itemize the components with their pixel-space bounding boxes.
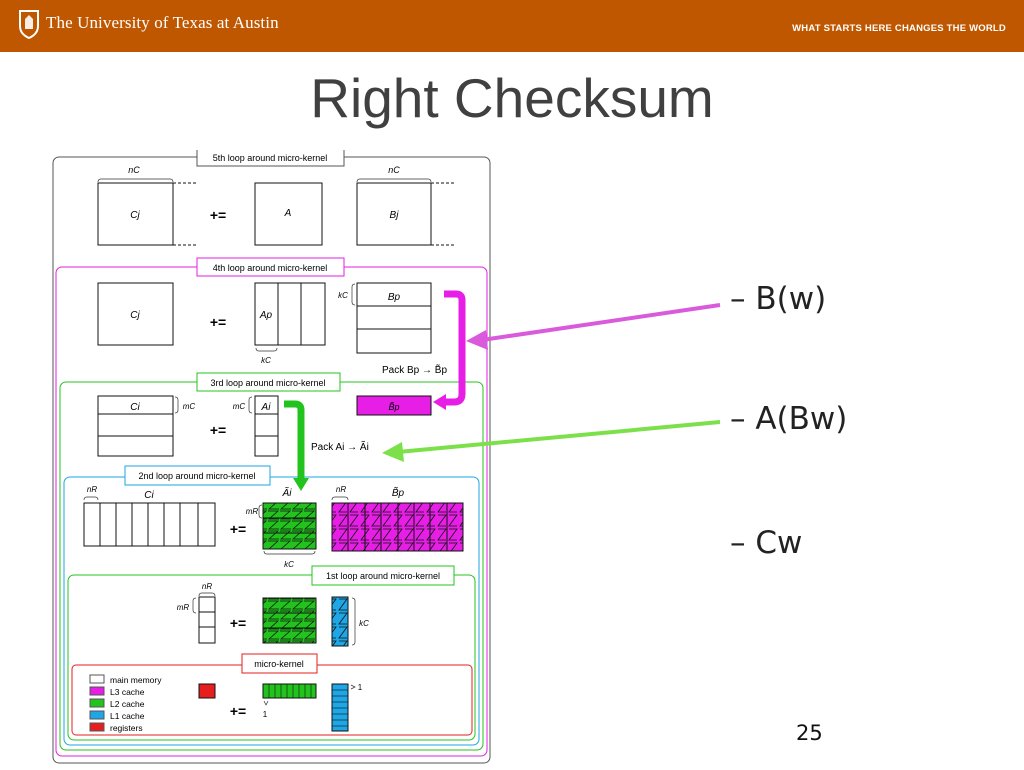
legend-l3: L3 cache	[110, 687, 145, 697]
ai-label: Ai	[261, 402, 272, 413]
kc-label-1: kC	[359, 619, 369, 628]
one-label-b: 1	[358, 683, 363, 692]
mc-label-c: mC	[183, 402, 196, 411]
nr-label-1: nR	[202, 582, 212, 591]
cj-label-4: Cj	[130, 310, 140, 321]
ai-tilde-block	[262, 502, 317, 550]
cj-label-5: Cj	[130, 210, 140, 221]
pack-a-arrow	[284, 400, 305, 478]
bp-tilde-label-3: B̃p	[388, 401, 399, 412]
kc-label-2: kC	[284, 560, 294, 569]
bw-arrow	[481, 303, 721, 342]
page-number: 25	[796, 721, 823, 745]
plus-eq-2: +=	[230, 521, 246, 537]
bp-tilde-block-3	[356, 395, 432, 416]
ap-label: Ap	[259, 310, 273, 321]
a-block-5	[254, 182, 323, 246]
legend-main-memory: main memory	[110, 675, 162, 685]
legend-l2: L2 cache	[110, 699, 145, 709]
register-block	[198, 683, 216, 699]
pack-b-label: Pack Bp → B̃p	[382, 363, 447, 376]
one-label-a: 1	[263, 710, 268, 719]
mc-label-a: mC	[233, 402, 246, 411]
legend-l1: L1 cache	[110, 711, 145, 721]
header-bar: The University of Texas at Austin WHAT S…	[0, 0, 1024, 52]
ci-block-2	[83, 502, 216, 547]
nr-label-b: nR	[336, 485, 346, 494]
ut-seal-icon	[19, 10, 39, 39]
nc-label-right: nC	[388, 165, 400, 175]
goto-blis-figure: 5th loop around micro-kernel 4th loop ar…	[52, 150, 491, 764]
bullet-cw: – Cw	[730, 525, 803, 561]
nr-label-c: nR	[87, 485, 97, 494]
slide-title: Right Checksum	[310, 67, 714, 129]
plus-eq-1: +=	[230, 615, 246, 631]
a-micro-row	[262, 683, 317, 699]
slogan: WHAT STARTS HERE CHANGES THE WORLD	[792, 23, 1006, 34]
loop2-frame	[63, 476, 480, 746]
loop4-label: 4th loop around micro-kernel	[213, 263, 328, 273]
loop1-frame	[67, 574, 476, 741]
loop2-label: 2nd loop around micro-kernel	[138, 471, 255, 481]
plus-eq-micro: +=	[230, 703, 246, 719]
legend: main memory L3 cache L2 cache L1 cache r…	[89, 674, 162, 733]
kc-label-bp: kC	[338, 291, 348, 300]
ai-tilde-label: Ãi	[282, 486, 293, 499]
bp-block	[356, 282, 432, 354]
micro-label: micro-kernel	[254, 659, 304, 669]
plus-eq-4: +=	[210, 314, 226, 330]
university-name[interactable]: The University of Texas at Austin	[46, 13, 279, 32]
bullet-bw: – B(w)	[730, 281, 827, 317]
bullet-abw: – A(Bw)	[730, 401, 848, 437]
c-micro-tile-1	[198, 596, 216, 644]
pack-b-arrow	[444, 290, 466, 406]
ci-label-3: Ci	[130, 402, 140, 413]
bp-tilde-block-2	[331, 502, 464, 552]
ci-label-2: Ci	[144, 490, 154, 501]
pack-a-label: Pack Ai → Ãi	[311, 440, 369, 453]
bp-label: Bp	[388, 292, 401, 303]
nc-label-left: nC	[128, 165, 140, 175]
bp-tilde-label-2: B̃p	[392, 486, 405, 499]
cj-block-4	[97, 282, 174, 346]
cj-block-5	[97, 182, 174, 246]
b-micro-col	[331, 683, 349, 732]
ci-block-3	[97, 395, 174, 457]
loop3-label: 3rd loop around micro-kernel	[210, 378, 325, 388]
ap-block	[254, 282, 326, 346]
a-l2-block-1	[262, 597, 317, 644]
mr-label-1: mR	[177, 603, 190, 612]
bj-block-5	[356, 182, 432, 246]
loop1-label: 1st loop around micro-kernel	[326, 571, 440, 581]
bj-label-5: Bj	[390, 210, 400, 221]
loop5-label: 5th loop around micro-kernel	[213, 153, 328, 163]
b-l1-panel-1	[331, 596, 349, 647]
kc-label-ap: kC	[261, 356, 271, 365]
ai-block	[254, 395, 279, 457]
legend-registers: registers	[110, 723, 143, 733]
a-label-5: A	[284, 208, 292, 219]
plus-eq-5: +=	[210, 207, 226, 223]
plus-eq-3: +=	[210, 422, 226, 438]
mr-label-2: mR	[246, 507, 259, 516]
